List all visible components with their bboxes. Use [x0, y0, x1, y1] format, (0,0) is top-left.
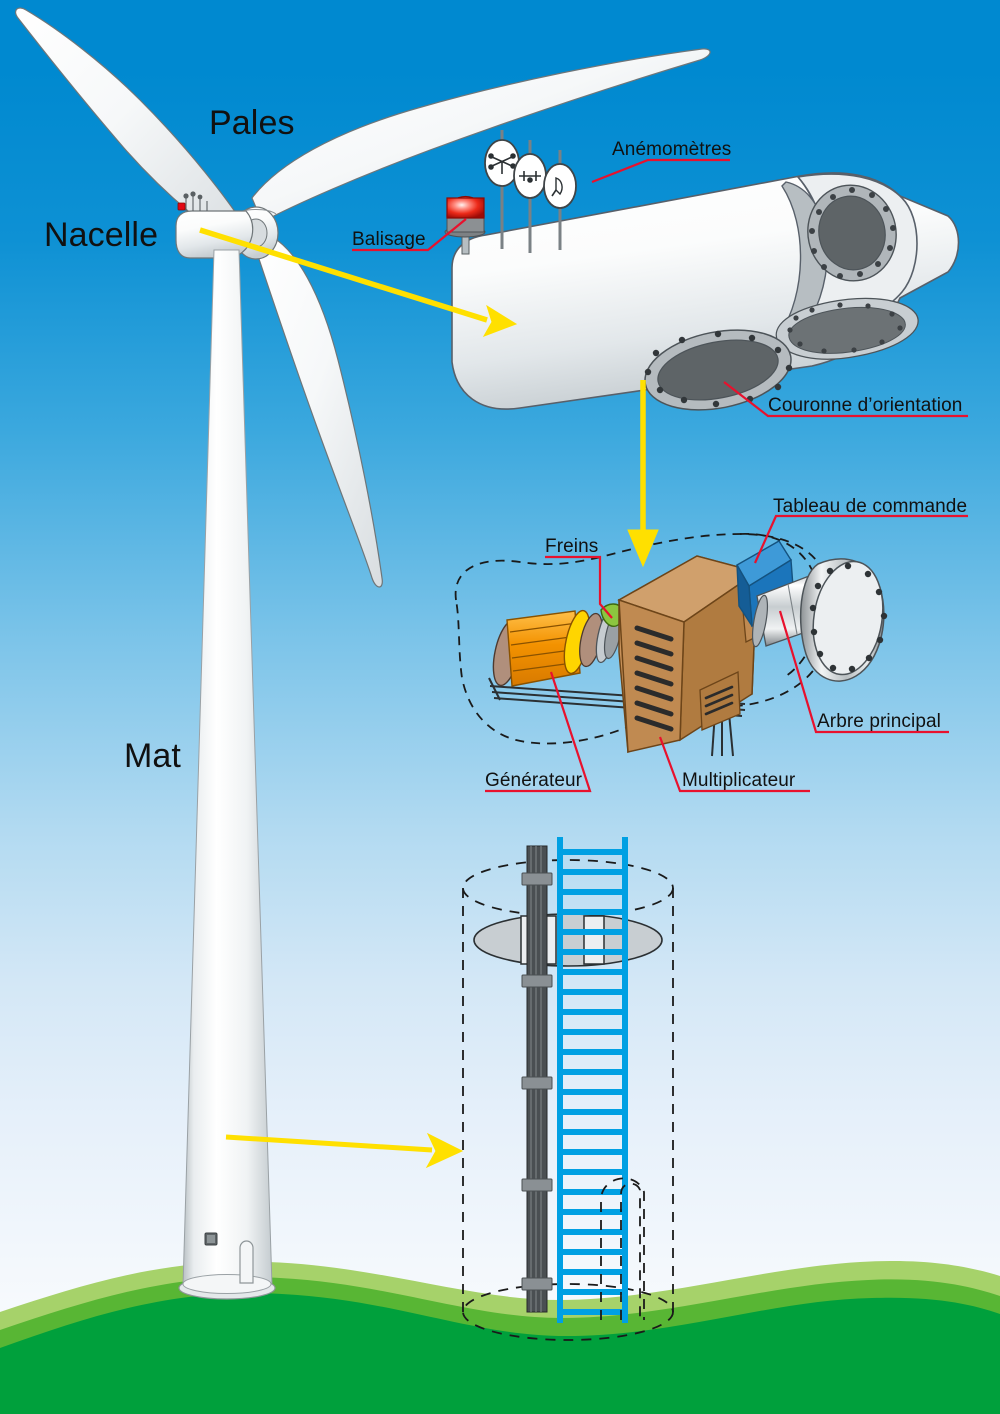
ground-hills	[0, 1260, 1000, 1414]
label-freins: Freins	[545, 536, 599, 557]
leader-tableau	[753, 514, 968, 564]
leader-multiplicateur	[658, 736, 810, 793]
leader-couronne	[723, 381, 968, 418]
tower-zoom-arrow	[225, 1132, 464, 1169]
cable-bundle	[521, 845, 553, 1313]
label-multiplicateur: Multiplicateur	[682, 770, 796, 791]
callout-leader-lines	[352, 158, 968, 793]
label-anemometres: Anémomètres	[612, 139, 732, 160]
nacelle-detail-illustration	[444, 130, 960, 411]
label-tableau-de-commande: Tableau de commande	[773, 496, 968, 517]
leader-arbre	[778, 610, 949, 734]
label-couronne-orientation: Couronne d’orientation	[768, 395, 963, 416]
turbine-blades	[14, 7, 711, 588]
nacelle-instruments	[484, 130, 577, 253]
tower-detail-illustration	[462, 837, 674, 1341]
drivetrain-detail-illustration	[454, 533, 888, 757]
leader-freins	[545, 555, 613, 619]
tower-ladder	[557, 837, 628, 1323]
wind-vane-icon	[543, 163, 577, 209]
tower-door-outline	[600, 1177, 645, 1320]
couronne-orientation-opening	[644, 329, 793, 411]
zoom-arrows	[199, 227, 659, 1169]
label-pales: Pales	[209, 104, 295, 142]
nacelle-rear-opening	[807, 184, 897, 282]
drivetrain-zoom-arrow	[627, 380, 659, 568]
leader-anemometres	[591, 158, 730, 184]
label-generateur: Générateur	[485, 770, 583, 791]
tower-platform	[473, 913, 663, 967]
anemometer-propeller-icon	[513, 153, 547, 199]
nacelle-zoom-arrow	[199, 227, 518, 337]
label-arbre-principal: Arbre principal	[817, 711, 941, 732]
label-mat: Mat	[124, 737, 181, 775]
anemometer-cup-icon	[484, 139, 520, 187]
label-balisage: Balisage	[352, 229, 426, 250]
generator-part	[492, 609, 603, 687]
nacelle-lower-rim	[775, 297, 919, 360]
leader-generateur	[485, 671, 592, 793]
multiplicateur-gearbox	[617, 555, 767, 754]
leader-balisage	[352, 218, 467, 252]
label-nacelle: Nacelle	[44, 216, 159, 254]
hub-flange	[799, 558, 888, 682]
balisage-beacon	[444, 195, 486, 255]
turbine-tower	[178, 249, 276, 1300]
